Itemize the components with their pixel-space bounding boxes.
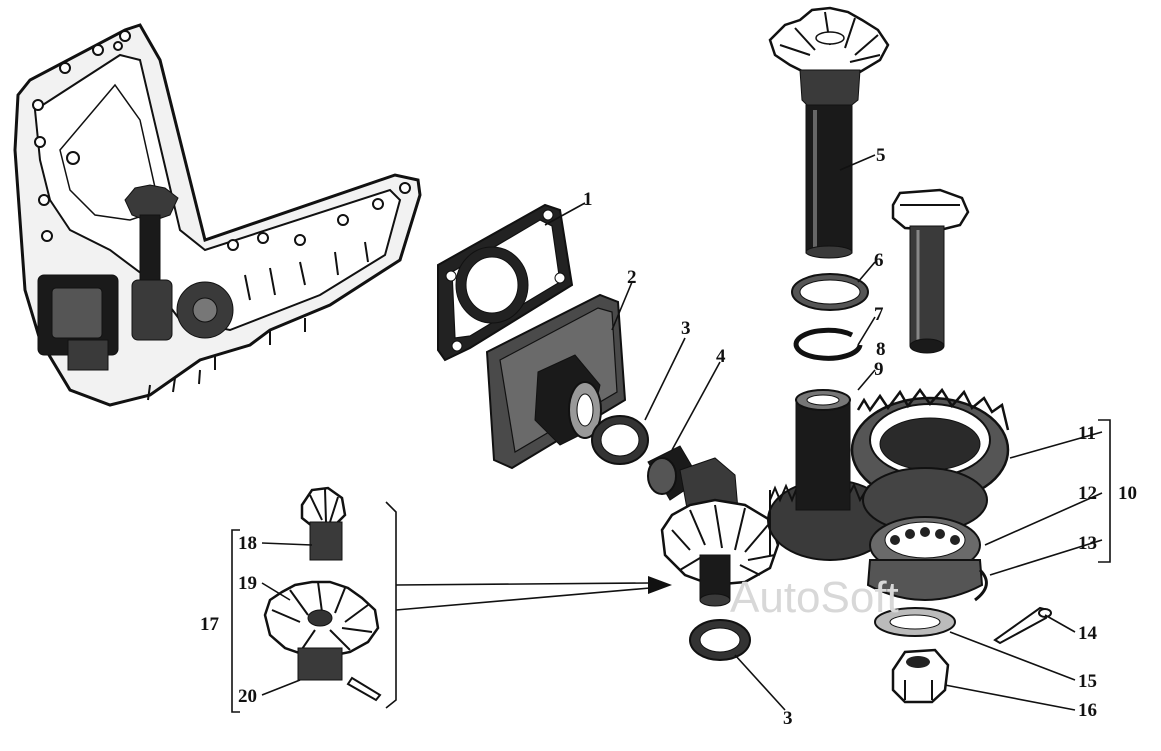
gasket-part-1 [437, 203, 574, 362]
assembly-arrows [395, 576, 672, 611]
snap-ring-part-7 [793, 327, 863, 361]
seal-ring-part-3-upper [591, 415, 649, 465]
callout-5: 5 [876, 145, 886, 166]
pin-part-8 [891, 188, 970, 354]
callout-11: 11 [1078, 423, 1096, 444]
callout-14: 14 [1078, 623, 1098, 644]
callout-2: 2 [627, 267, 637, 288]
callout-3-lower: 3 [783, 708, 793, 729]
callout-17: 17 [200, 614, 220, 635]
bracket-10 [1098, 419, 1111, 563]
bracket-17 [231, 529, 240, 713]
cover-plate-part-2 [485, 293, 627, 470]
gearbox-housing [13, 23, 422, 407]
callout-16: 16 [1078, 700, 1097, 721]
watermark-text: AutoSoft [730, 573, 899, 622]
shaft-gear-part-5 [768, 6, 890, 259]
subassembly-part-17 [263, 486, 382, 702]
callout-8: 8 [876, 339, 886, 360]
bracket-17-right [385, 501, 397, 709]
callout-15: 15 [1078, 671, 1097, 692]
cotter-pin-part-14 [993, 606, 1052, 645]
leader-lines [261, 154, 1103, 711]
callout-3-upper: 3 [681, 318, 691, 339]
castle-nut-part-16 [891, 648, 950, 704]
callout-6: 6 [874, 250, 884, 271]
bearing-ring-part-6 [791, 273, 869, 311]
callout-labels: 1 2 3 4 5 6 7 8 9 10 11 12 13 14 15 16 1… [200, 145, 1137, 729]
callout-20: 20 [238, 686, 257, 707]
seal-ring-part-3-lower [689, 619, 751, 661]
callout-13: 13 [1078, 533, 1097, 554]
callout-1: 1 [583, 189, 593, 210]
callout-9: 9 [874, 359, 884, 380]
callout-19: 19 [238, 573, 257, 594]
callout-18: 18 [238, 533, 257, 554]
callout-4: 4 [716, 346, 726, 367]
bevel-gear-assembly [660, 498, 780, 607]
gear-cluster-part-10 [767, 387, 1010, 637]
callout-12: 12 [1078, 483, 1097, 504]
callout-10: 10 [1118, 483, 1137, 504]
callout-7: 7 [874, 304, 884, 325]
